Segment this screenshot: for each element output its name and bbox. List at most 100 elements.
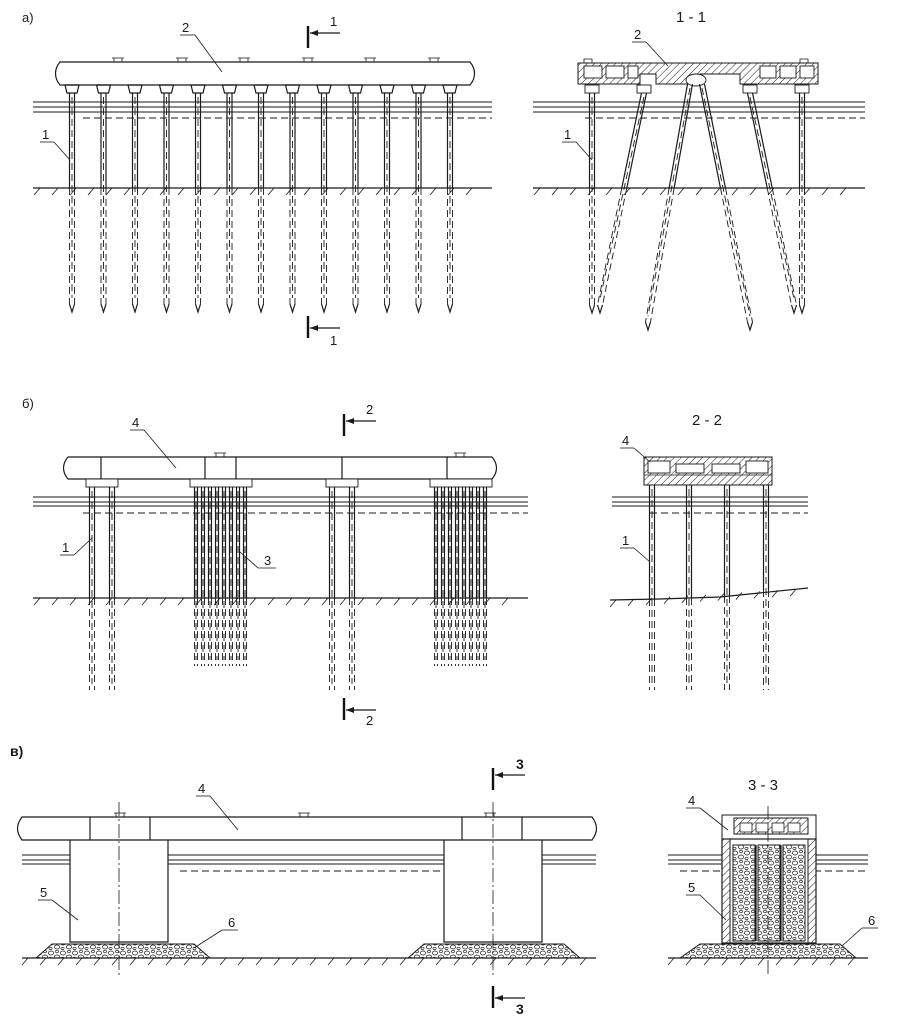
panel-b-pile bbox=[348, 487, 356, 690]
panel-a-callout-deck-number: 2 bbox=[182, 20, 189, 35]
panel-a-pile bbox=[131, 93, 139, 315]
panel-b-group-pile-right bbox=[433, 487, 439, 666]
panel-a-cut-mark-top bbox=[306, 26, 340, 48]
panel-a-section-water bbox=[533, 101, 865, 119]
panel-a-callout-deck bbox=[180, 34, 223, 73]
panel-a-section-deck bbox=[577, 58, 819, 87]
panel-a-pile-head bbox=[253, 84, 269, 94]
panel-b-pile bbox=[88, 487, 96, 690]
panel-c-callout-riprap-number: 6 bbox=[228, 915, 235, 930]
panel-b-group-pile-left bbox=[235, 487, 241, 666]
panel-c-callout-pier bbox=[38, 899, 79, 921]
panel-b-group-pile-right bbox=[440, 487, 446, 666]
panel-a-pile bbox=[226, 93, 233, 315]
panel-c: в) bbox=[10, 743, 598, 1017]
panel-a-section-pile-vertical-left bbox=[588, 93, 596, 316]
panel-b-section-pile bbox=[648, 485, 656, 690]
panel-a-pile-head bbox=[379, 84, 395, 94]
panel-a: а) 1 bbox=[22, 10, 492, 348]
panel-a-cut-label-top: 1 bbox=[330, 14, 337, 29]
panel-c-section-callout-deck bbox=[686, 807, 729, 831]
panel-b-section-callout-deck-number: 4 bbox=[622, 433, 629, 448]
panel-a-pile-head bbox=[442, 84, 458, 94]
panel-a-letter: а) bbox=[22, 10, 34, 25]
panel-b-section-pile bbox=[762, 485, 770, 690]
panel-a-section-pile-raked-center-right bbox=[698, 83, 754, 333]
panel-a-section: 1 - 1 bbox=[533, 9, 865, 333]
panel-b-group-pile-right bbox=[454, 487, 460, 666]
panel-a-section-callout-deck-number: 2 bbox=[634, 27, 641, 42]
panel-b-letter: б) bbox=[22, 396, 34, 411]
panel-c-letter: в) bbox=[10, 743, 23, 759]
panel-a-pile-head bbox=[316, 84, 332, 94]
panel-a-callout-pile-number: 1 bbox=[42, 127, 49, 142]
panel-a-pile-head bbox=[347, 84, 364, 94]
panel-c-cut-label-bottom: 3 bbox=[516, 1001, 524, 1017]
panel-b-group-pile-left bbox=[193, 487, 199, 666]
panel-b-group-pile-right bbox=[475, 487, 481, 666]
panel-b-callout-pile-group-number: 3 bbox=[264, 553, 271, 568]
panel-c-callout-deck bbox=[196, 795, 239, 831]
panel-a-section-callout-deck bbox=[632, 41, 669, 67]
panel-a-elevation-water bbox=[33, 101, 492, 119]
panel-a-cut-label-bottom: 1 bbox=[330, 333, 337, 348]
panel-a-section-ground-hatch bbox=[533, 187, 847, 196]
panel-b: б) 2 bbox=[22, 396, 528, 728]
panel-a-section-pile-raked-left bbox=[596, 92, 648, 316]
panel-a-pile bbox=[257, 93, 265, 315]
panel-b-group-pile-right bbox=[482, 487, 488, 666]
panel-b-cut-mark-top bbox=[342, 414, 376, 436]
panel-c-section-deck bbox=[721, 814, 817, 840]
panel-c-section-pier bbox=[721, 838, 817, 944]
panel-a-section-pile-raked-center-left bbox=[644, 83, 694, 333]
panel-a-ground-hatch bbox=[33, 187, 473, 196]
panel-a-piles bbox=[64, 84, 458, 315]
panel-c-cut-mark-bottom bbox=[491, 986, 525, 1008]
panel-b-callout-pile-number: 1 bbox=[62, 540, 69, 555]
panel-b-group-pile-left bbox=[242, 487, 248, 666]
panel-b-group-pile-left bbox=[221, 487, 227, 666]
panel-c-section-callout-pier-number: 5 bbox=[688, 880, 695, 895]
panel-b-section-callout-pile bbox=[620, 547, 651, 563]
panel-c-deck bbox=[16, 816, 598, 841]
panel-b-section-title: 2 - 2 bbox=[692, 412, 722, 429]
panel-b-section: 2 - 2 4 1 bbox=[609, 412, 809, 690]
panel-a-pile bbox=[383, 93, 391, 315]
panel-b-section-callout-deck bbox=[620, 447, 651, 463]
panel-a-pile bbox=[352, 93, 359, 315]
panel-b-section-deck bbox=[643, 456, 773, 486]
panel-a-pile bbox=[194, 93, 202, 315]
panel-b-section-callout-pile-number: 1 bbox=[622, 533, 629, 548]
panel-c-callout-deck-number: 4 bbox=[198, 781, 205, 796]
panel-b-cut-mark-bottom bbox=[342, 698, 376, 720]
panel-a-pile-head bbox=[64, 84, 80, 94]
panel-c-section-callout-riprap-number: 6 bbox=[868, 913, 875, 928]
panel-a-section-callout-pile-number: 1 bbox=[564, 127, 571, 142]
panel-b-pile bbox=[108, 487, 116, 690]
panel-a-pile-head bbox=[410, 84, 427, 94]
panel-b-group-pile-left bbox=[228, 487, 234, 666]
panel-b-callout-pile bbox=[60, 537, 93, 556]
panel-b-cut-label-top: 2 bbox=[366, 402, 373, 417]
panel-c-section: 3 - 3 bbox=[668, 777, 878, 975]
panel-b-group-pile-right bbox=[468, 487, 474, 666]
panel-a-pile-head bbox=[127, 84, 143, 94]
panel-b-section-pile bbox=[723, 485, 731, 690]
panel-a-pile bbox=[415, 93, 422, 315]
panel-c-section-callout-riprap bbox=[841, 927, 878, 947]
panel-a-callout-pile bbox=[40, 141, 71, 161]
panel-c-elevation-water bbox=[22, 854, 596, 872]
panel-b-section-piles bbox=[648, 485, 770, 690]
panel-c-section-water bbox=[668, 854, 868, 872]
panel-b-pile-caps bbox=[85, 478, 493, 488]
panel-b-group-pile-right bbox=[461, 487, 467, 666]
panel-c-section-callout-pier bbox=[686, 894, 727, 921]
panel-c-ground-hatch bbox=[21, 957, 587, 966]
panel-b-group-pile-right bbox=[447, 487, 453, 666]
panel-b-group-pile-left bbox=[207, 487, 213, 666]
panel-a-pile-head bbox=[284, 84, 301, 94]
panel-c-section-ground-hatch bbox=[667, 957, 855, 966]
panel-b-callout-pile-group bbox=[239, 551, 276, 569]
panel-a-pile bbox=[163, 93, 170, 315]
panel-a-cut-mark-bottom bbox=[306, 316, 340, 338]
